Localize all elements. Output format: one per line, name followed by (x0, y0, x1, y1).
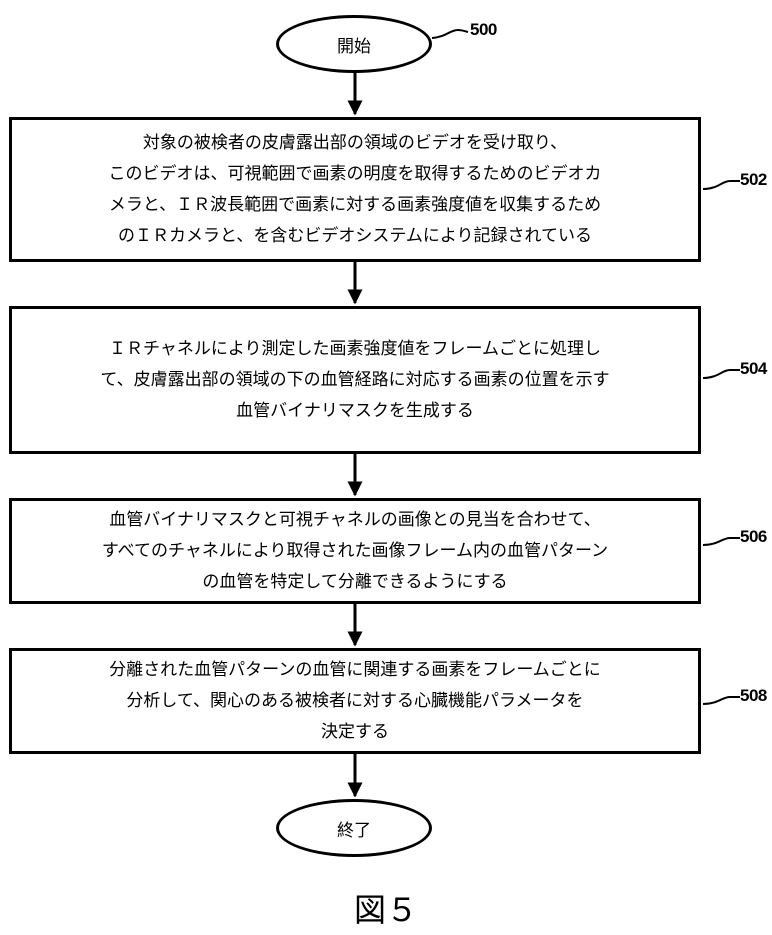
step-506-text: 血管バイナリマスクと可視チャネルの画像との見当を合わせて、 すべてのチャネルによ… (102, 505, 608, 598)
leader-line-502 (703, 181, 740, 189)
ref-502: 502 (740, 170, 767, 190)
start-terminal: 開始 (276, 15, 432, 73)
leader-line-500 (432, 30, 468, 38)
process-step-506: 血管バイナリマスクと可視チャネルの画像との見当を合わせて、 すべてのチャネルによ… (9, 498, 701, 604)
ref-508: 508 (740, 686, 767, 706)
figure-caption: 図５ (0, 885, 772, 931)
ref-506: 506 (740, 527, 767, 547)
step-502-text: 対象の被検者の皮膚露出部の領域のビデオを受け取り、 このビデオは、可視範囲で画素… (109, 128, 602, 252)
ref-500: 500 (470, 20, 497, 40)
ref-504: 504 (740, 359, 767, 379)
step-508-text: 分離された血管パターンの血管に関連する画素をフレームごとに 分析して、関心のある… (109, 655, 601, 748)
start-label: 開始 (337, 32, 371, 57)
end-label: 終了 (337, 816, 371, 841)
process-step-504: ＩＲチャネルにより測定した画素強度値をフレームごとに処理し て、皮膚露出部の領域… (9, 306, 701, 454)
leader-line-506 (703, 538, 740, 545)
step-504-text: ＩＲチャネルにより測定した画素強度値をフレームごとに処理し て、皮膚露出部の領域… (100, 334, 609, 427)
process-step-502: 対象の被検者の皮膚露出部の領域のビデオを受け取り、 このビデオは、可視範囲で画素… (9, 117, 701, 262)
leader-line-504 (703, 370, 740, 378)
leader-line-508 (703, 697, 740, 704)
end-terminal: 終了 (276, 799, 432, 857)
process-step-508: 分離された血管パターンの血管に関連する画素をフレームごとに 分析して、関心のある… (9, 648, 701, 754)
